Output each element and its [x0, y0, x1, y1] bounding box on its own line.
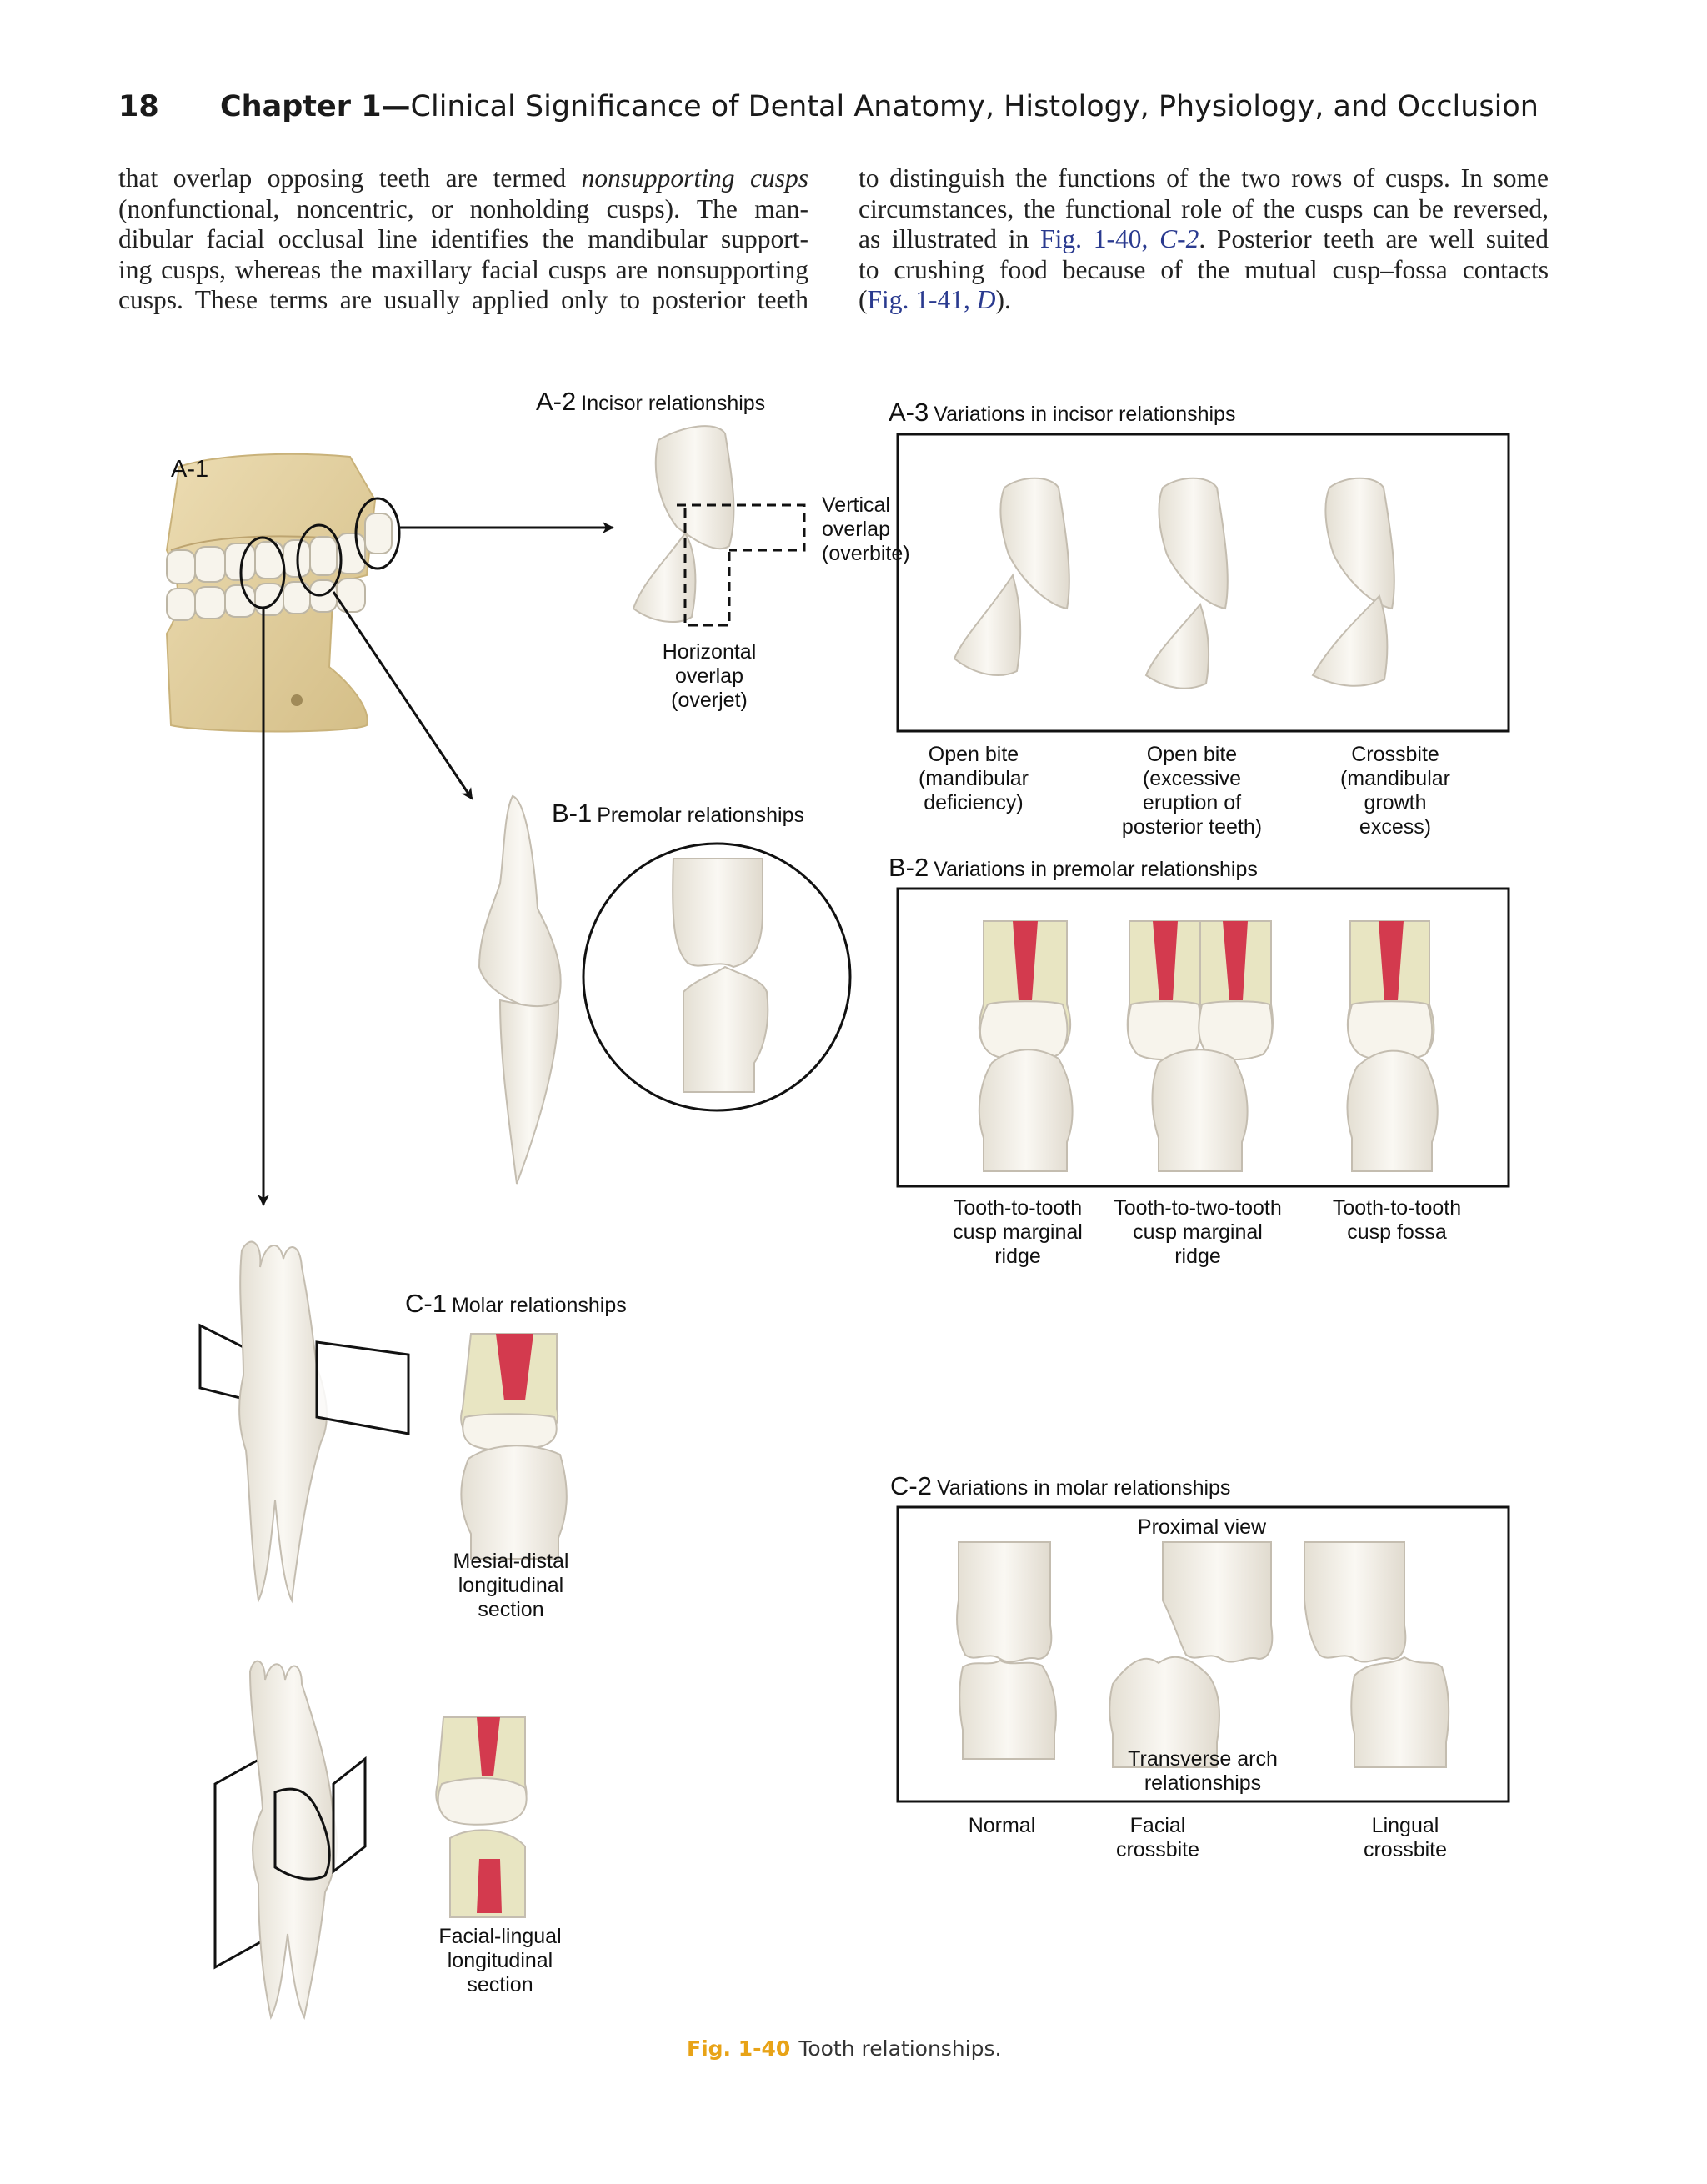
figure-caption: Fig. 1-40 Tooth relationships.: [687, 2036, 1001, 2061]
c2-proximal-view-label: Proximal view: [1138, 1515, 1267, 1539]
c1-facial-lingual-section: [436, 1717, 526, 1917]
a2-incisor-illustration: [633, 426, 733, 622]
c2-lingual-crossbite: [1304, 1542, 1449, 1767]
b2-cusp-marginal-ridge: [979, 921, 1073, 1171]
b2-cusp-two-tooth-marginal-ridge: [1128, 921, 1273, 1171]
a3-incisor-variations: [954, 478, 1394, 689]
figure-number: Fig. 1-40: [687, 2036, 790, 2061]
a1-label: A-1: [171, 456, 208, 483]
c2-facial-crossbite: [1109, 1542, 1272, 1767]
c1-mesial-distal-section: [461, 1334, 567, 1559]
c2-normal: [957, 1542, 1056, 1759]
figure-caption-text: Tooth relationships.: [798, 2036, 1001, 2061]
a3-open-bite-excessive-eruption: [1146, 478, 1228, 689]
b2-premolar-variations: [979, 921, 1438, 1171]
b2-cusp-fossa: [1347, 921, 1437, 1171]
b1-premolar-tooth: [479, 796, 561, 1184]
c2-label-normal: Normal: [969, 1814, 1036, 1837]
c1-molar-facial-lingual-view: [215, 1661, 365, 2017]
a3-crossbite-growth-excess: [1313, 478, 1394, 686]
c2-molar-variations: [957, 1542, 1449, 1767]
c1-molar-mesial-distal-view: [200, 1242, 408, 1600]
a3-open-bite-mandibular-deficiency: [954, 478, 1069, 675]
